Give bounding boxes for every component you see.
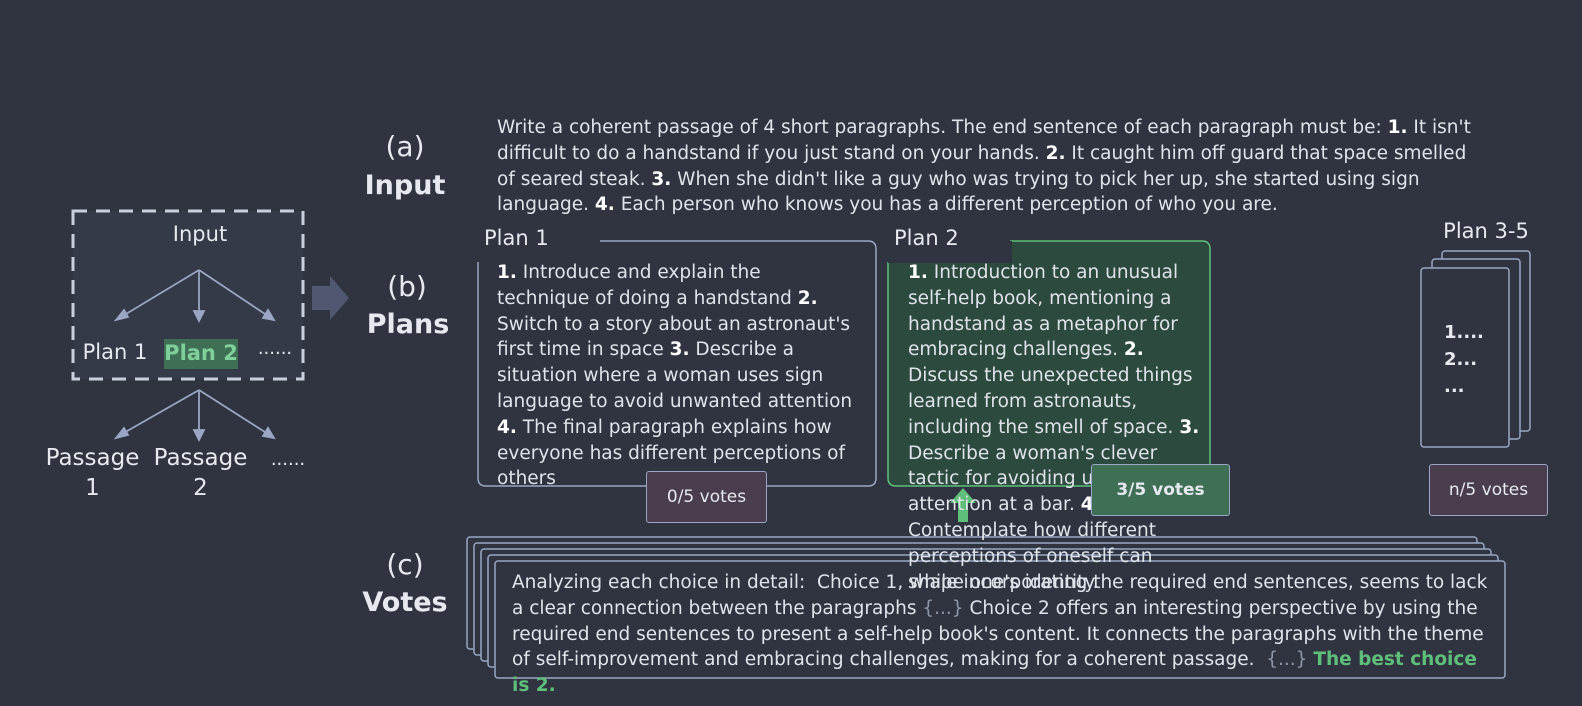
plan3-5-lines: 1.... 2... ... — [1444, 322, 1484, 397]
plan1-votes: 0/5 votes — [646, 471, 767, 523]
section-b-letter: (b) — [387, 270, 427, 303]
overview-passage1-label: Passage 1 — [45, 445, 140, 501]
plan1-title: Plan 1 — [478, 226, 555, 250]
plan2-text: 1. Introduction to an unusual self-help … — [908, 262, 1200, 593]
overview-plan1-label: Plan 1 — [82, 340, 148, 364]
selected-up-arrow — [950, 488, 976, 522]
plan3-5-stack — [1420, 250, 1531, 448]
plan3-5-votes: n/5 votes — [1429, 464, 1548, 516]
plan1-text: 1. Introduce and explain the technique o… — [497, 262, 853, 490]
plan2-title: Plan 2 — [888, 226, 965, 250]
section-c-letter: (c) — [386, 548, 424, 581]
big-right-arrow — [312, 276, 349, 320]
plan2-votes: 3/5 votes — [1091, 464, 1230, 516]
section-a-name: Input — [364, 170, 446, 201]
votes-stack — [466, 536, 1506, 679]
plan-to-passages-arrows — [113, 389, 276, 443]
overview-plans-ellipsis: ...... — [257, 338, 293, 359]
overview-passages-ellipsis: ...... — [270, 449, 306, 470]
plan3-5-title: Plan 3-5 — [1443, 219, 1529, 243]
overview-input-label: Input — [172, 222, 228, 246]
overview-plan2-label: Plan 2 — [164, 341, 238, 365]
input-to-plans-arrows — [113, 269, 276, 324]
vote-analysis-text: Analyzing each choice in detail: Choice … — [512, 572, 1488, 697]
section-a-letter: (a) — [385, 130, 425, 163]
plan1-panel-border — [477, 240, 877, 487]
section-b-name: Plans — [366, 309, 450, 340]
input-prompt-text: Write a coherent passage of 4 short para… — [497, 117, 1471, 216]
overview-plan2-highlight — [164, 339, 238, 369]
section-c-name: Votes — [362, 587, 448, 618]
overview-passage2-label: Passage 2 — [153, 445, 248, 501]
